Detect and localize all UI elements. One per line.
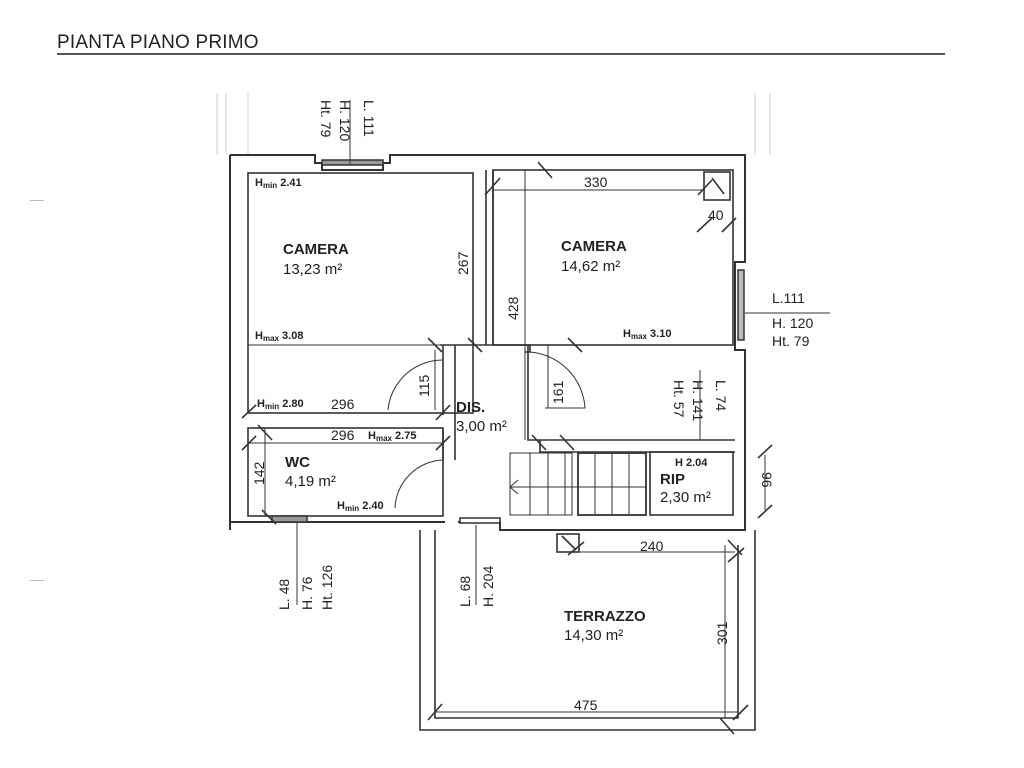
wc-name: WC xyxy=(285,454,310,471)
camera2-dim-330: 330 xyxy=(584,174,608,190)
terrazzo-name: TERRAZZO xyxy=(564,608,646,625)
corridor-hmin: Hmin 2.80 xyxy=(257,398,304,411)
dis-dim-115: 115 xyxy=(416,374,432,397)
window-top-sill: Ht. 79 xyxy=(318,100,334,138)
wc-dim-296: 296 xyxy=(331,427,355,443)
terrazzo-dim-475: 475 xyxy=(574,697,598,713)
camera2-hmax: Hmax 3.10 xyxy=(623,328,672,341)
window-wc-height: H. 76 xyxy=(299,576,315,610)
window-wc-sill: Ht. 126 xyxy=(319,564,335,610)
window-inner-width: L. 74 xyxy=(713,380,729,412)
rip-name: RIP xyxy=(660,471,686,488)
terrazzo-area: 14,30 m² xyxy=(564,627,624,644)
door-swings xyxy=(387,351,586,509)
drawing-title: PIANTA PIANO PRIMO xyxy=(57,32,259,53)
window-wc-width: L. 48 xyxy=(276,578,292,610)
rip-height: H 2.04 xyxy=(675,457,708,469)
outer-walls xyxy=(229,154,746,531)
camera2-dim-428: 428 xyxy=(505,296,521,320)
dim-96: 96 xyxy=(759,472,775,488)
camera1-hmin: Hmin 2.41 xyxy=(255,177,302,190)
dis-name: DIS. xyxy=(456,399,486,416)
title-underline xyxy=(57,53,945,55)
window-top-height: H. 120 xyxy=(337,100,353,142)
door-bottom-height: H. 204 xyxy=(480,565,496,607)
camera2-name: CAMERA xyxy=(561,238,627,255)
camera1-hmax: Hmax 3.08 xyxy=(255,330,304,343)
dimension-ticks xyxy=(241,161,773,735)
window-top-width: L. 111 xyxy=(361,100,377,137)
camera1-area: 13,23 m² xyxy=(283,261,343,278)
wc-area: 4,19 m² xyxy=(285,473,336,490)
terrace-outline xyxy=(419,530,756,731)
camera2-dim-40: 40 xyxy=(708,207,724,223)
scan-mark xyxy=(30,200,44,201)
window-inner-sill: Ht. 57 xyxy=(671,380,687,418)
camera1-dim-267: 267 xyxy=(455,251,471,275)
window-right-sill: Ht. 79 xyxy=(772,333,810,349)
windows xyxy=(271,159,745,524)
dimension-lines xyxy=(248,100,830,718)
terrazzo-dim-301: 301 xyxy=(714,621,730,645)
dis-dim-161: 161 xyxy=(550,380,566,404)
terrazzo-dim-240: 240 xyxy=(640,538,664,554)
window-right-height: H. 120 xyxy=(772,315,814,331)
door-bottom-width: L. 68 xyxy=(457,575,473,607)
inner-walls xyxy=(247,169,735,553)
corridor-dim-296: 296 xyxy=(331,396,355,412)
rip-area: 2,30 m² xyxy=(660,489,711,506)
wc-hmax: Hmax 2.75 xyxy=(368,430,417,443)
roof-hatch xyxy=(216,93,771,155)
dis-area: 3,00 m² xyxy=(456,418,507,435)
wc-hmin: Hmin 2.40 xyxy=(337,500,384,513)
wc-dim-142: 142 xyxy=(251,461,267,485)
camera2-area: 14,62 m² xyxy=(561,258,621,275)
scan-mark xyxy=(30,580,44,581)
staircase xyxy=(509,452,647,516)
camera1-name: CAMERA xyxy=(283,241,349,258)
window-inner-height: H. 141 xyxy=(690,380,706,422)
window-right-width: L.111 xyxy=(772,290,805,306)
